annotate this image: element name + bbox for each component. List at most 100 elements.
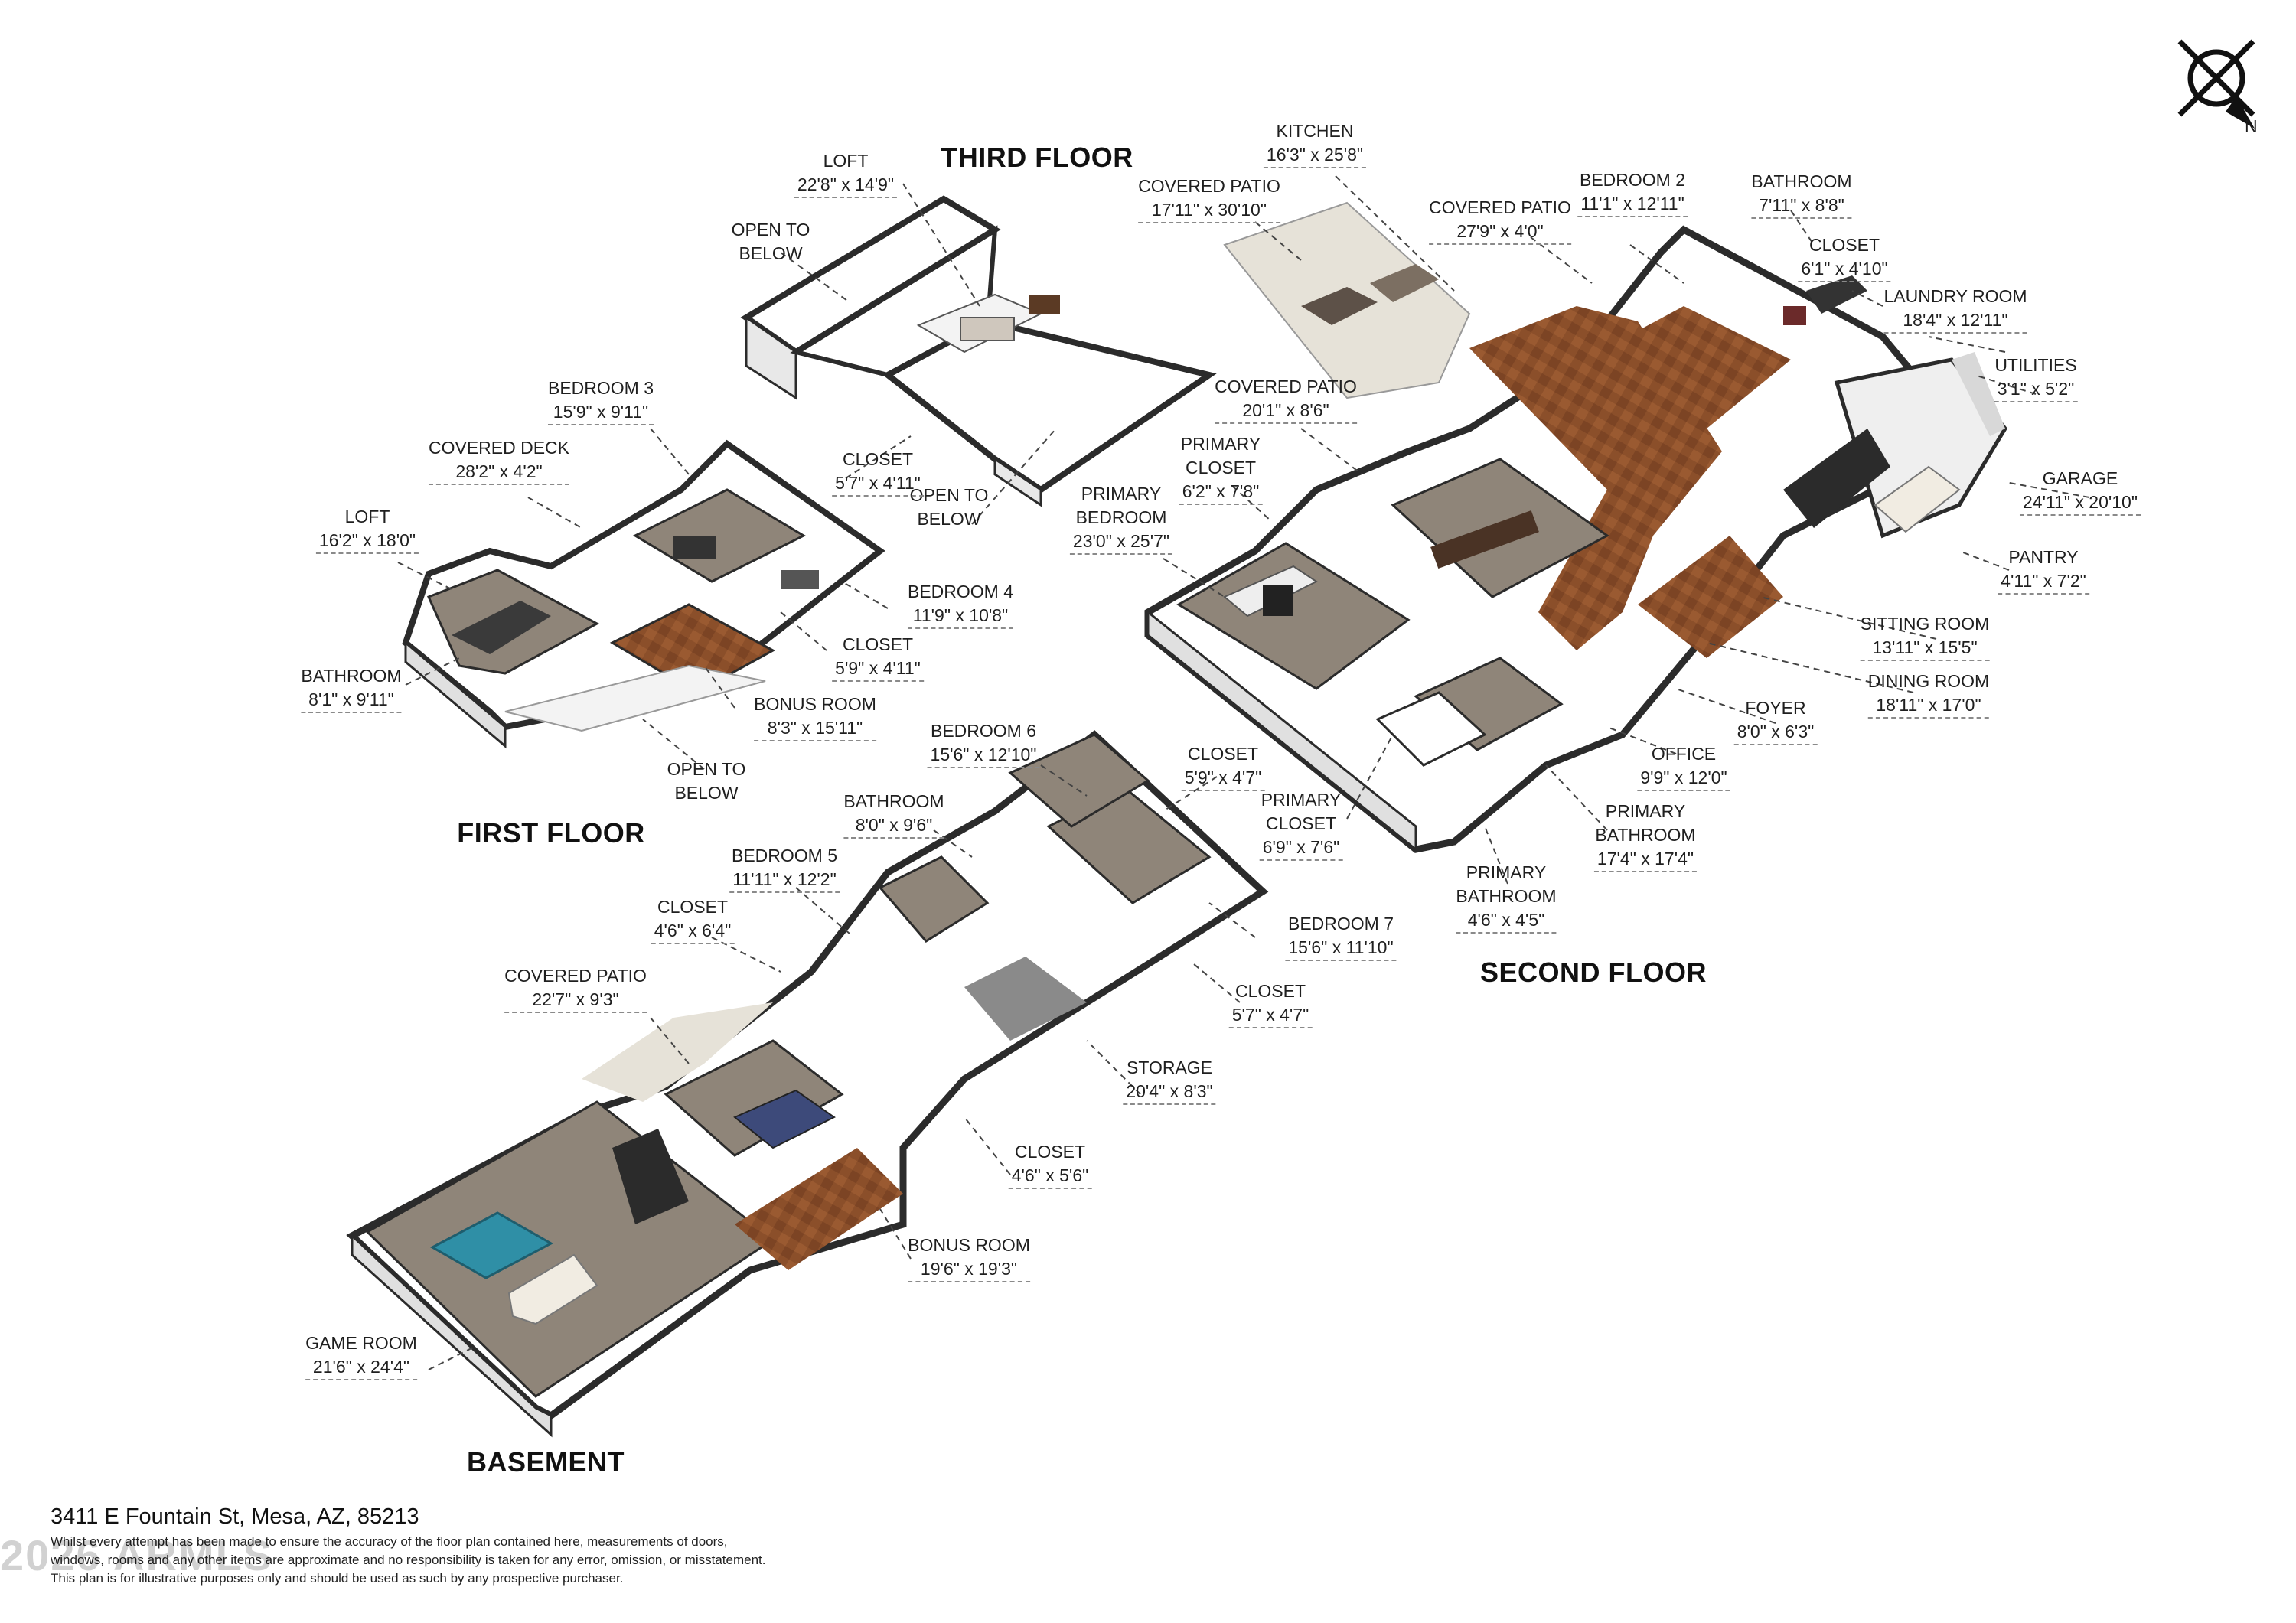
room-name: BEDROOM 7: [1287, 914, 1394, 934]
watermark: 2026 ARMLS: [0, 1531, 274, 1579]
room-dimensions: 15'9" x 9'11": [547, 400, 654, 425]
room-dimensions: 18'4" x 12'11": [1883, 308, 2027, 334]
second-floor-title: SECOND FLOOR: [1479, 957, 1707, 988]
room-name: BEDROOM 3: [547, 378, 654, 398]
north-compass-icon: [2177, 39, 2255, 129]
room-dimensions: 8'3" x 15'11": [754, 716, 876, 741]
room-dimensions: 4'6" x 4'5": [1456, 908, 1557, 934]
second-floor-plan: [1144, 201, 2008, 853]
room-dimensions: 7'11" x 8'8": [1751, 194, 1852, 219]
room-name: OPEN TO: [731, 220, 810, 240]
room-name: BATHROOM: [301, 666, 402, 686]
room-name: LAUNDRY ROOM: [1883, 286, 2027, 306]
disclaimer-line: This plan is for illustrative purposes o…: [51, 1571, 624, 1586]
room-dimensions: 5'7" x 4'7": [1228, 1003, 1313, 1028]
room-dimensions: 21'6" x 24'4": [305, 1355, 417, 1380]
room-dimensions: 8'0" x 6'3": [1733, 720, 1818, 745]
property-address: 3411 E Fountain St, Mesa, AZ, 85213: [51, 1504, 419, 1529]
room-name: BEDROOM 4: [907, 582, 1014, 601]
first-floor-title: FIRST FLOOR: [457, 817, 645, 849]
room-name: FOYER: [1745, 698, 1806, 718]
room-dimensions: 13'11" x 15'5": [1860, 636, 1990, 661]
room-name: BELOW: [674, 783, 739, 803]
room-dimensions: 4'6" x 6'4": [651, 919, 735, 944]
room-name: CLOSET: [657, 897, 729, 917]
room-dimensions: 28'2" x 4'2": [428, 460, 570, 485]
room-dimensions: 11'9" x 10'8": [907, 604, 1014, 629]
room-dimensions: 20'1" x 8'6": [1215, 399, 1357, 424]
room-name: STORAGE: [1126, 1058, 1213, 1077]
room-name: CLOSET: [1265, 813, 1337, 833]
room-name: COVERED PATIO: [1429, 197, 1571, 217]
room-name: COVERED PATIO: [1215, 376, 1357, 396]
room-dimensions: 23'0" x 25'7": [1069, 530, 1173, 555]
room-dimensions: 15'6" x 11'10": [1285, 936, 1397, 961]
room-dimensions: 4'11" x 7'2": [1998, 569, 2089, 595]
room-label-first-open-below: OPEN TO BELOW: [667, 758, 746, 805]
room-name: COVERED PATIO: [1138, 176, 1280, 196]
room-name: OPEN TO: [667, 759, 746, 779]
basement-title: BASEMENT: [466, 1446, 625, 1478]
room-name: LOFT: [344, 507, 390, 526]
room-label-first-bedroom4: BEDROOM 4 11'9" x 10'8": [907, 580, 1014, 629]
room-dimensions: 9'9" x 12'0": [1637, 766, 1730, 791]
room-dimensions: 22'7" x 9'3": [504, 988, 647, 1013]
room-dimensions: 16'3" x 25'8": [1263, 143, 1367, 168]
room-name: KITCHEN: [1276, 121, 1354, 141]
room-name: BEDROOM 2: [1579, 170, 1686, 190]
room-name: SITTING ROOM: [1860, 614, 1990, 634]
room-dimensions: 24'11" x 20'10": [2019, 490, 2141, 516]
room-name: BATHROOM: [843, 791, 944, 811]
room-name: PRIMARY: [1180, 434, 1261, 454]
room-dimensions: 11'1" x 12'11": [1577, 192, 1688, 217]
room-dimensions: 5'7" x 4'11": [832, 471, 924, 497]
room-name: GARAGE: [2042, 468, 2118, 488]
room-dimensions: 17'4" x 17'4": [1593, 847, 1698, 872]
room-dimensions: 3'1" x 5'2": [1994, 377, 2078, 402]
room-dimensions: 8'1" x 9'11": [301, 688, 402, 713]
room-name: PRIMARY: [1081, 484, 1162, 504]
room-dimensions: 20'4" x 8'3": [1123, 1080, 1216, 1105]
room-name: PRIMARY: [1605, 801, 1686, 821]
first-floor-plan: [402, 439, 885, 749]
room-dimensions: 5'9" x 4'11": [832, 657, 924, 682]
room-label-basement-storage: STORAGE 20'4" x 8'3": [1123, 1056, 1216, 1105]
room-name: DINING ROOM: [1867, 671, 1990, 691]
room-name: PRIMARY: [1261, 790, 1342, 810]
room-name: COVERED DECK: [428, 438, 570, 458]
room-dimensions: 17'11" x 30'10": [1138, 198, 1280, 223]
room-dimensions: 15'6" x 12'10": [927, 743, 1040, 768]
third-floor-plan: [740, 195, 1217, 507]
basement-plan: [346, 730, 1269, 1438]
room-name: GAME ROOM: [305, 1333, 417, 1353]
room-name: BEDROOM 6: [930, 721, 1037, 741]
room-name: CLOSET: [842, 634, 914, 654]
